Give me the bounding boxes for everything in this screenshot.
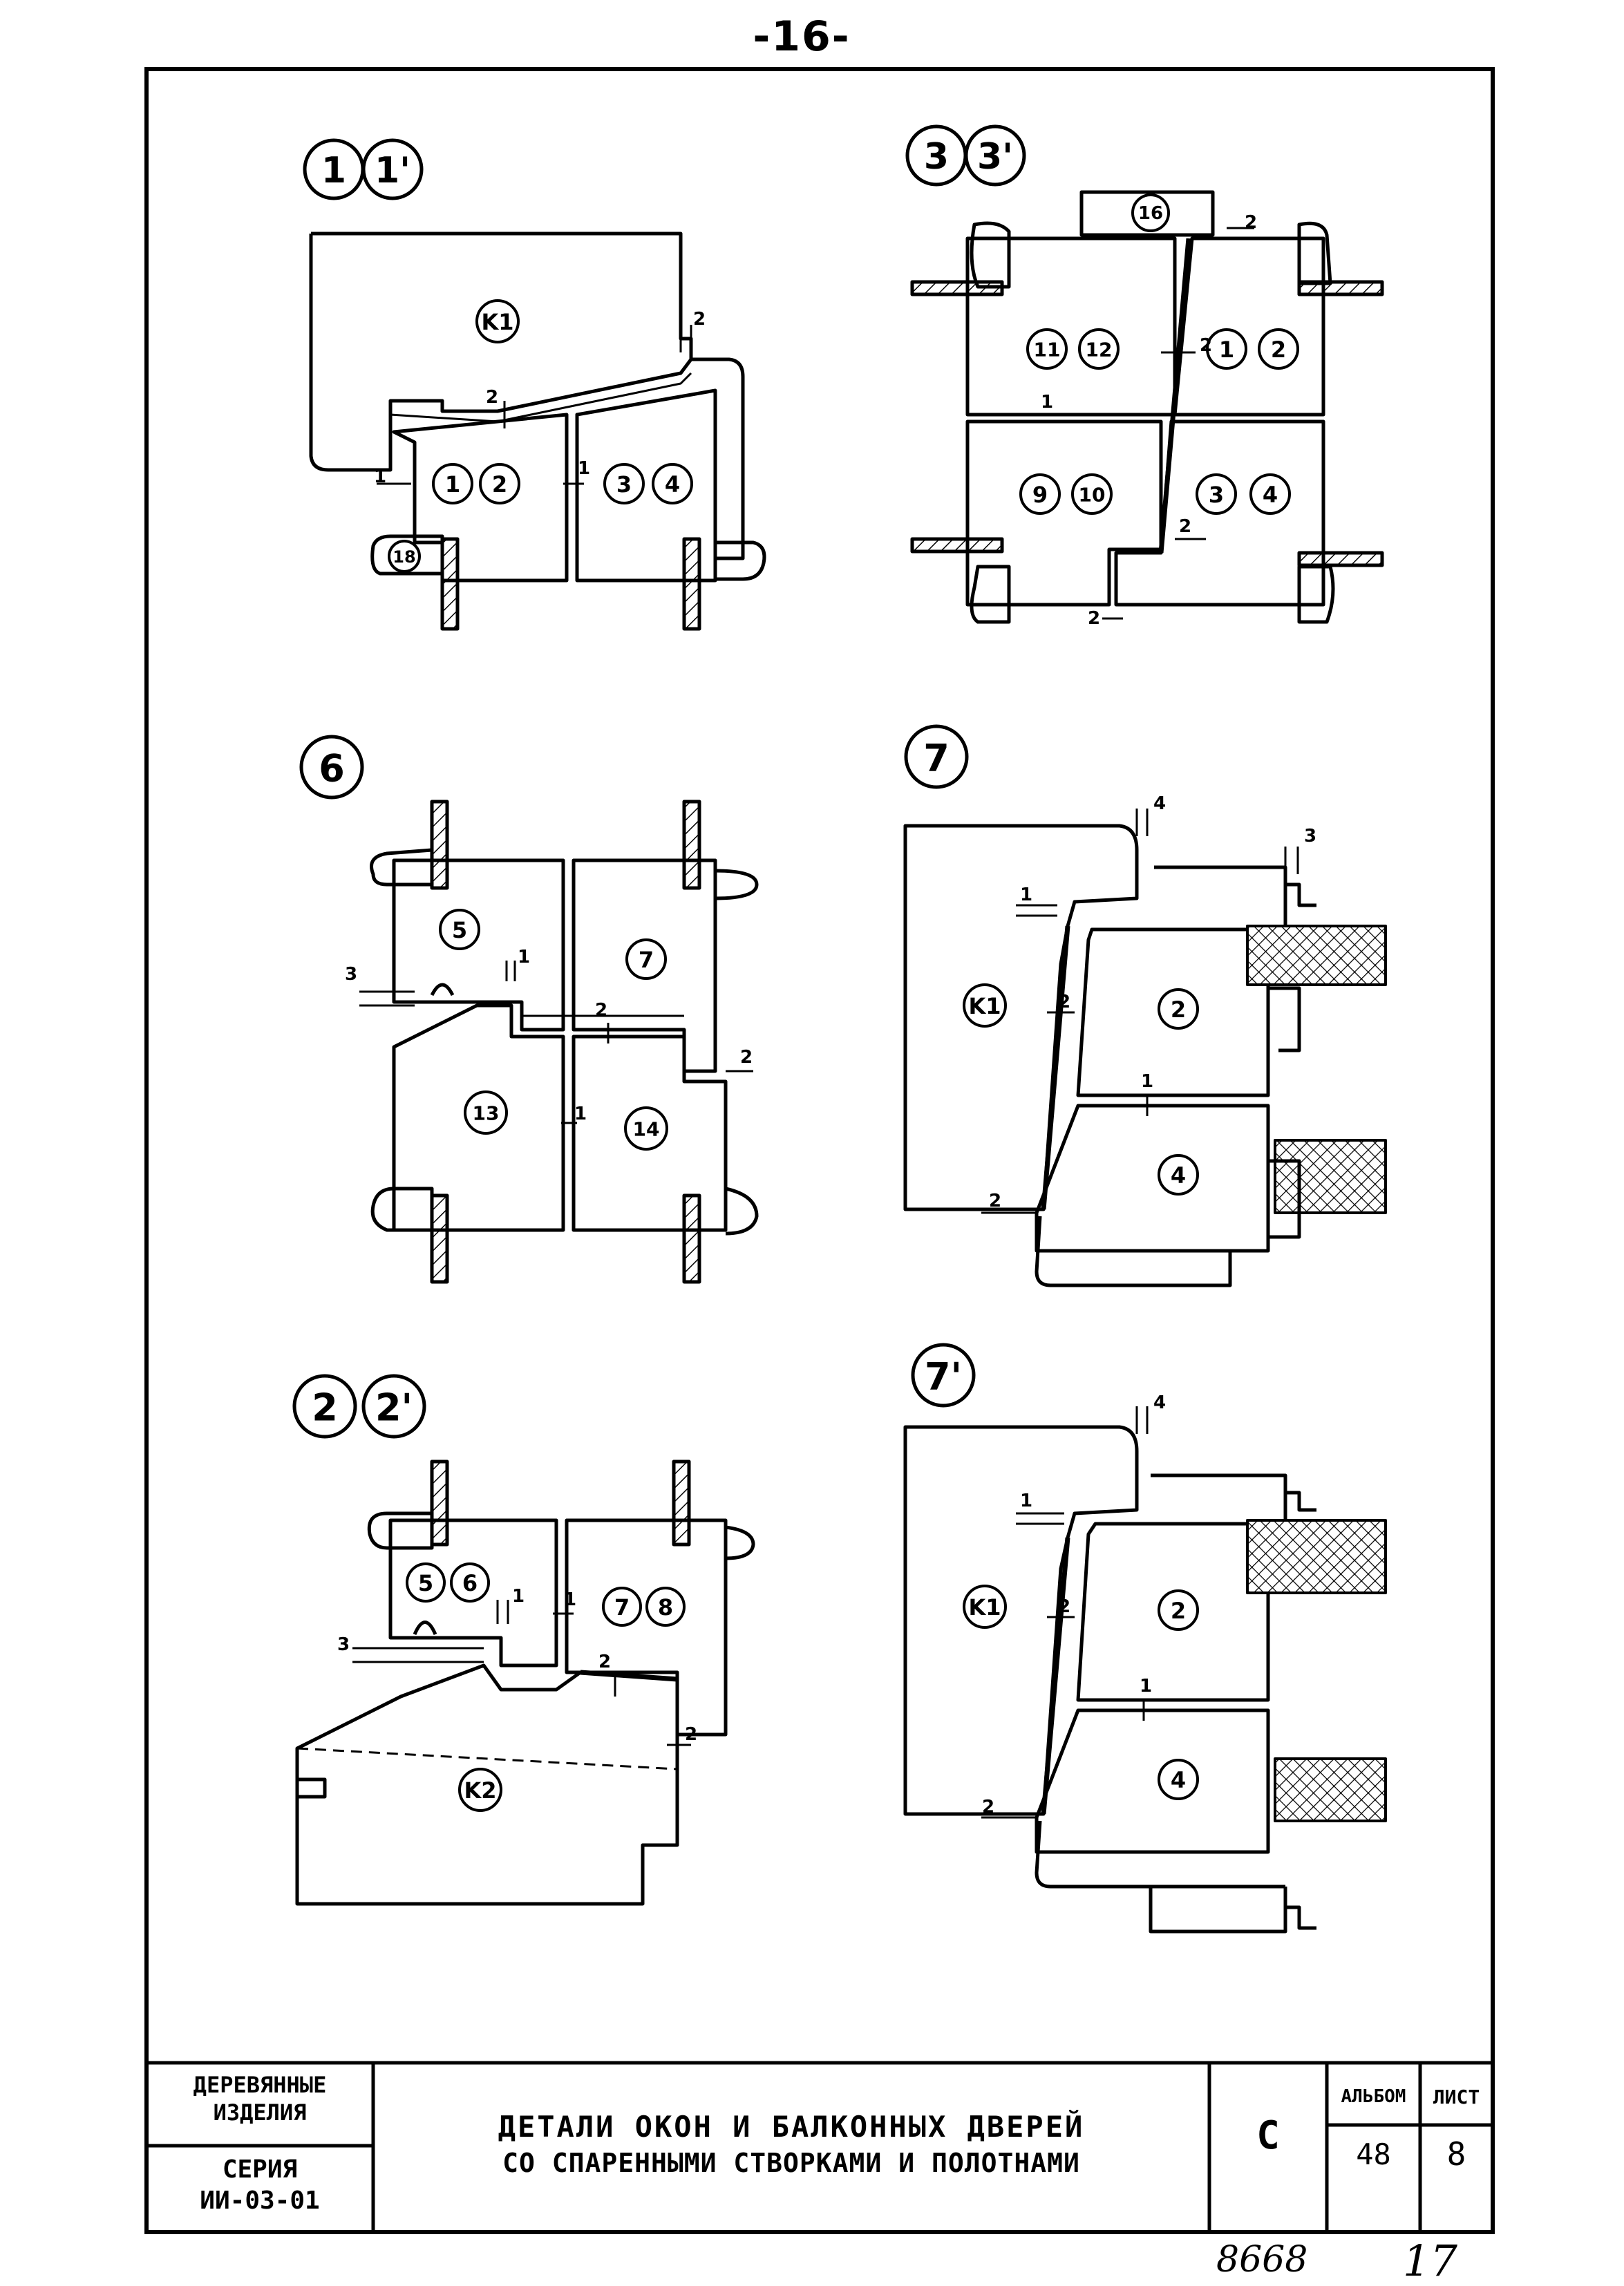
element-label: K1	[481, 309, 513, 335]
element-label: 3	[1209, 482, 1224, 508]
dimension-label: 4	[1153, 793, 1166, 814]
dimension-label: 2	[1245, 212, 1257, 233]
sheet-frame	[144, 67, 1495, 2234]
dimension-label: 1	[564, 1589, 576, 1610]
archive-number: 8668	[1216, 2239, 1308, 2280]
category-line1: ДЕРЕВЯННЫЕ	[193, 2072, 327, 2098]
element-label: 2	[1171, 1598, 1186, 1624]
element-label: K1	[968, 993, 1001, 1019]
category-line2: ИЗДЕЛИЯ	[213, 2099, 307, 2126]
element-label: 1	[445, 471, 460, 498]
element-label: 6	[462, 1570, 478, 1596]
dimension-label: 3	[337, 1634, 350, 1655]
element-label: 7	[614, 1594, 630, 1621]
detail-mark: 3	[924, 136, 949, 178]
element-label: 4	[665, 471, 680, 498]
element-label: K1	[968, 1594, 1001, 1621]
drawing-title-line1: ДЕТАЛИ ОКОН И БАЛКОННЫХ ДВЕРЕЙ	[498, 2110, 1085, 2144]
dimension-label: 3	[345, 964, 357, 985]
stage-code: С	[1256, 2113, 1280, 2158]
dimension-label: 3	[1304, 826, 1316, 847]
element-label: 5	[418, 1570, 433, 1596]
element-label: 18	[393, 547, 415, 567]
dimension-label: 2	[982, 1797, 994, 1817]
dimension-label: 1	[578, 458, 590, 479]
detail-7	[903, 824, 1387, 1287]
dimension-label: 2	[486, 387, 498, 408]
archive-sheet: 17	[1403, 2236, 1457, 2286]
sheet-value: 8	[1446, 2135, 1466, 2173]
element-label: 2	[492, 471, 507, 498]
series-label: СЕРИЯ	[222, 2155, 298, 2184]
dimension-label: 2	[1179, 516, 1191, 537]
detail-mark: 2'	[375, 1386, 413, 1430]
element-label: 3	[616, 471, 632, 498]
drawing-title-line2: СО СПАРЕННЫМИ СТВОРКАМИ И ПОЛОТНАМИ	[502, 2148, 1080, 2178]
element-label: 1	[1219, 337, 1234, 363]
dimension-label: 2	[1058, 1596, 1070, 1617]
element-label: 11	[1034, 339, 1061, 361]
dimension-label: 1	[512, 1586, 525, 1607]
dimension-label: 2	[595, 1000, 607, 1021]
element-label: 14	[633, 1118, 660, 1141]
dimension-label: 2	[598, 1652, 611, 1672]
dimension-label: 1	[1020, 1491, 1032, 1511]
detail-1	[309, 232, 766, 631]
dimension-label: 1	[1020, 885, 1032, 905]
detail-mark: 7	[923, 737, 950, 780]
detail-mark: 7'	[925, 1355, 962, 1399]
page-number: -16-	[753, 12, 851, 61]
series-code: ИИ-03-01	[200, 2186, 320, 2215]
element-label: 12	[1086, 339, 1113, 361]
detail-mark: 1	[321, 150, 346, 191]
dimension-label: 1	[1041, 392, 1053, 413]
sheet-label: ЛИСТ	[1433, 2086, 1480, 2108]
title-block	[147, 2061, 1493, 2232]
element-label: 8	[658, 1594, 673, 1621]
album-value: 48	[1356, 2137, 1391, 2171]
element-label: 9	[1032, 482, 1048, 508]
dimension-label: 4	[1153, 1392, 1166, 1413]
detail-mark: 6	[319, 747, 345, 791]
element-label: 13	[473, 1102, 500, 1125]
element-label: 4	[1171, 1767, 1186, 1793]
detail-mark: 2	[312, 1386, 338, 1430]
dimension-label: 2	[740, 1047, 753, 1068]
dimension-label: 1	[1141, 1071, 1153, 1092]
detail-3	[910, 190, 1384, 624]
detail-mark: 3'	[977, 136, 1013, 178]
element-label: 16	[1138, 203, 1163, 224]
dimension-label: 1	[1140, 1676, 1152, 1697]
dimension-label: 2	[989, 1191, 1001, 1211]
element-label: 7	[639, 947, 654, 973]
element-label: 2	[1271, 337, 1286, 363]
detail-7-prime	[903, 1425, 1387, 1934]
dimension-label: 1	[574, 1104, 587, 1124]
detail-2	[295, 1460, 755, 1906]
detail-mark: 1'	[375, 150, 410, 191]
detail-6	[370, 800, 759, 1284]
dimension-label: 2	[1200, 335, 1212, 356]
dimension-label: 1	[374, 466, 386, 487]
dimension-label: 2	[1088, 608, 1100, 629]
element-label: 2	[1171, 996, 1186, 1023]
album-label: АЛЬБОМ	[1341, 2086, 1406, 2107]
element-label: 4	[1171, 1162, 1186, 1189]
dimension-label: 2	[693, 309, 706, 330]
dimension-label: 2	[1058, 992, 1070, 1012]
element-label: 4	[1263, 482, 1278, 508]
dimension-label: 1	[518, 947, 530, 967]
element-label: 5	[452, 917, 467, 943]
element-label: 10	[1079, 484, 1106, 507]
dimension-label: 2	[685, 1724, 697, 1745]
element-label: K2	[464, 1777, 496, 1804]
